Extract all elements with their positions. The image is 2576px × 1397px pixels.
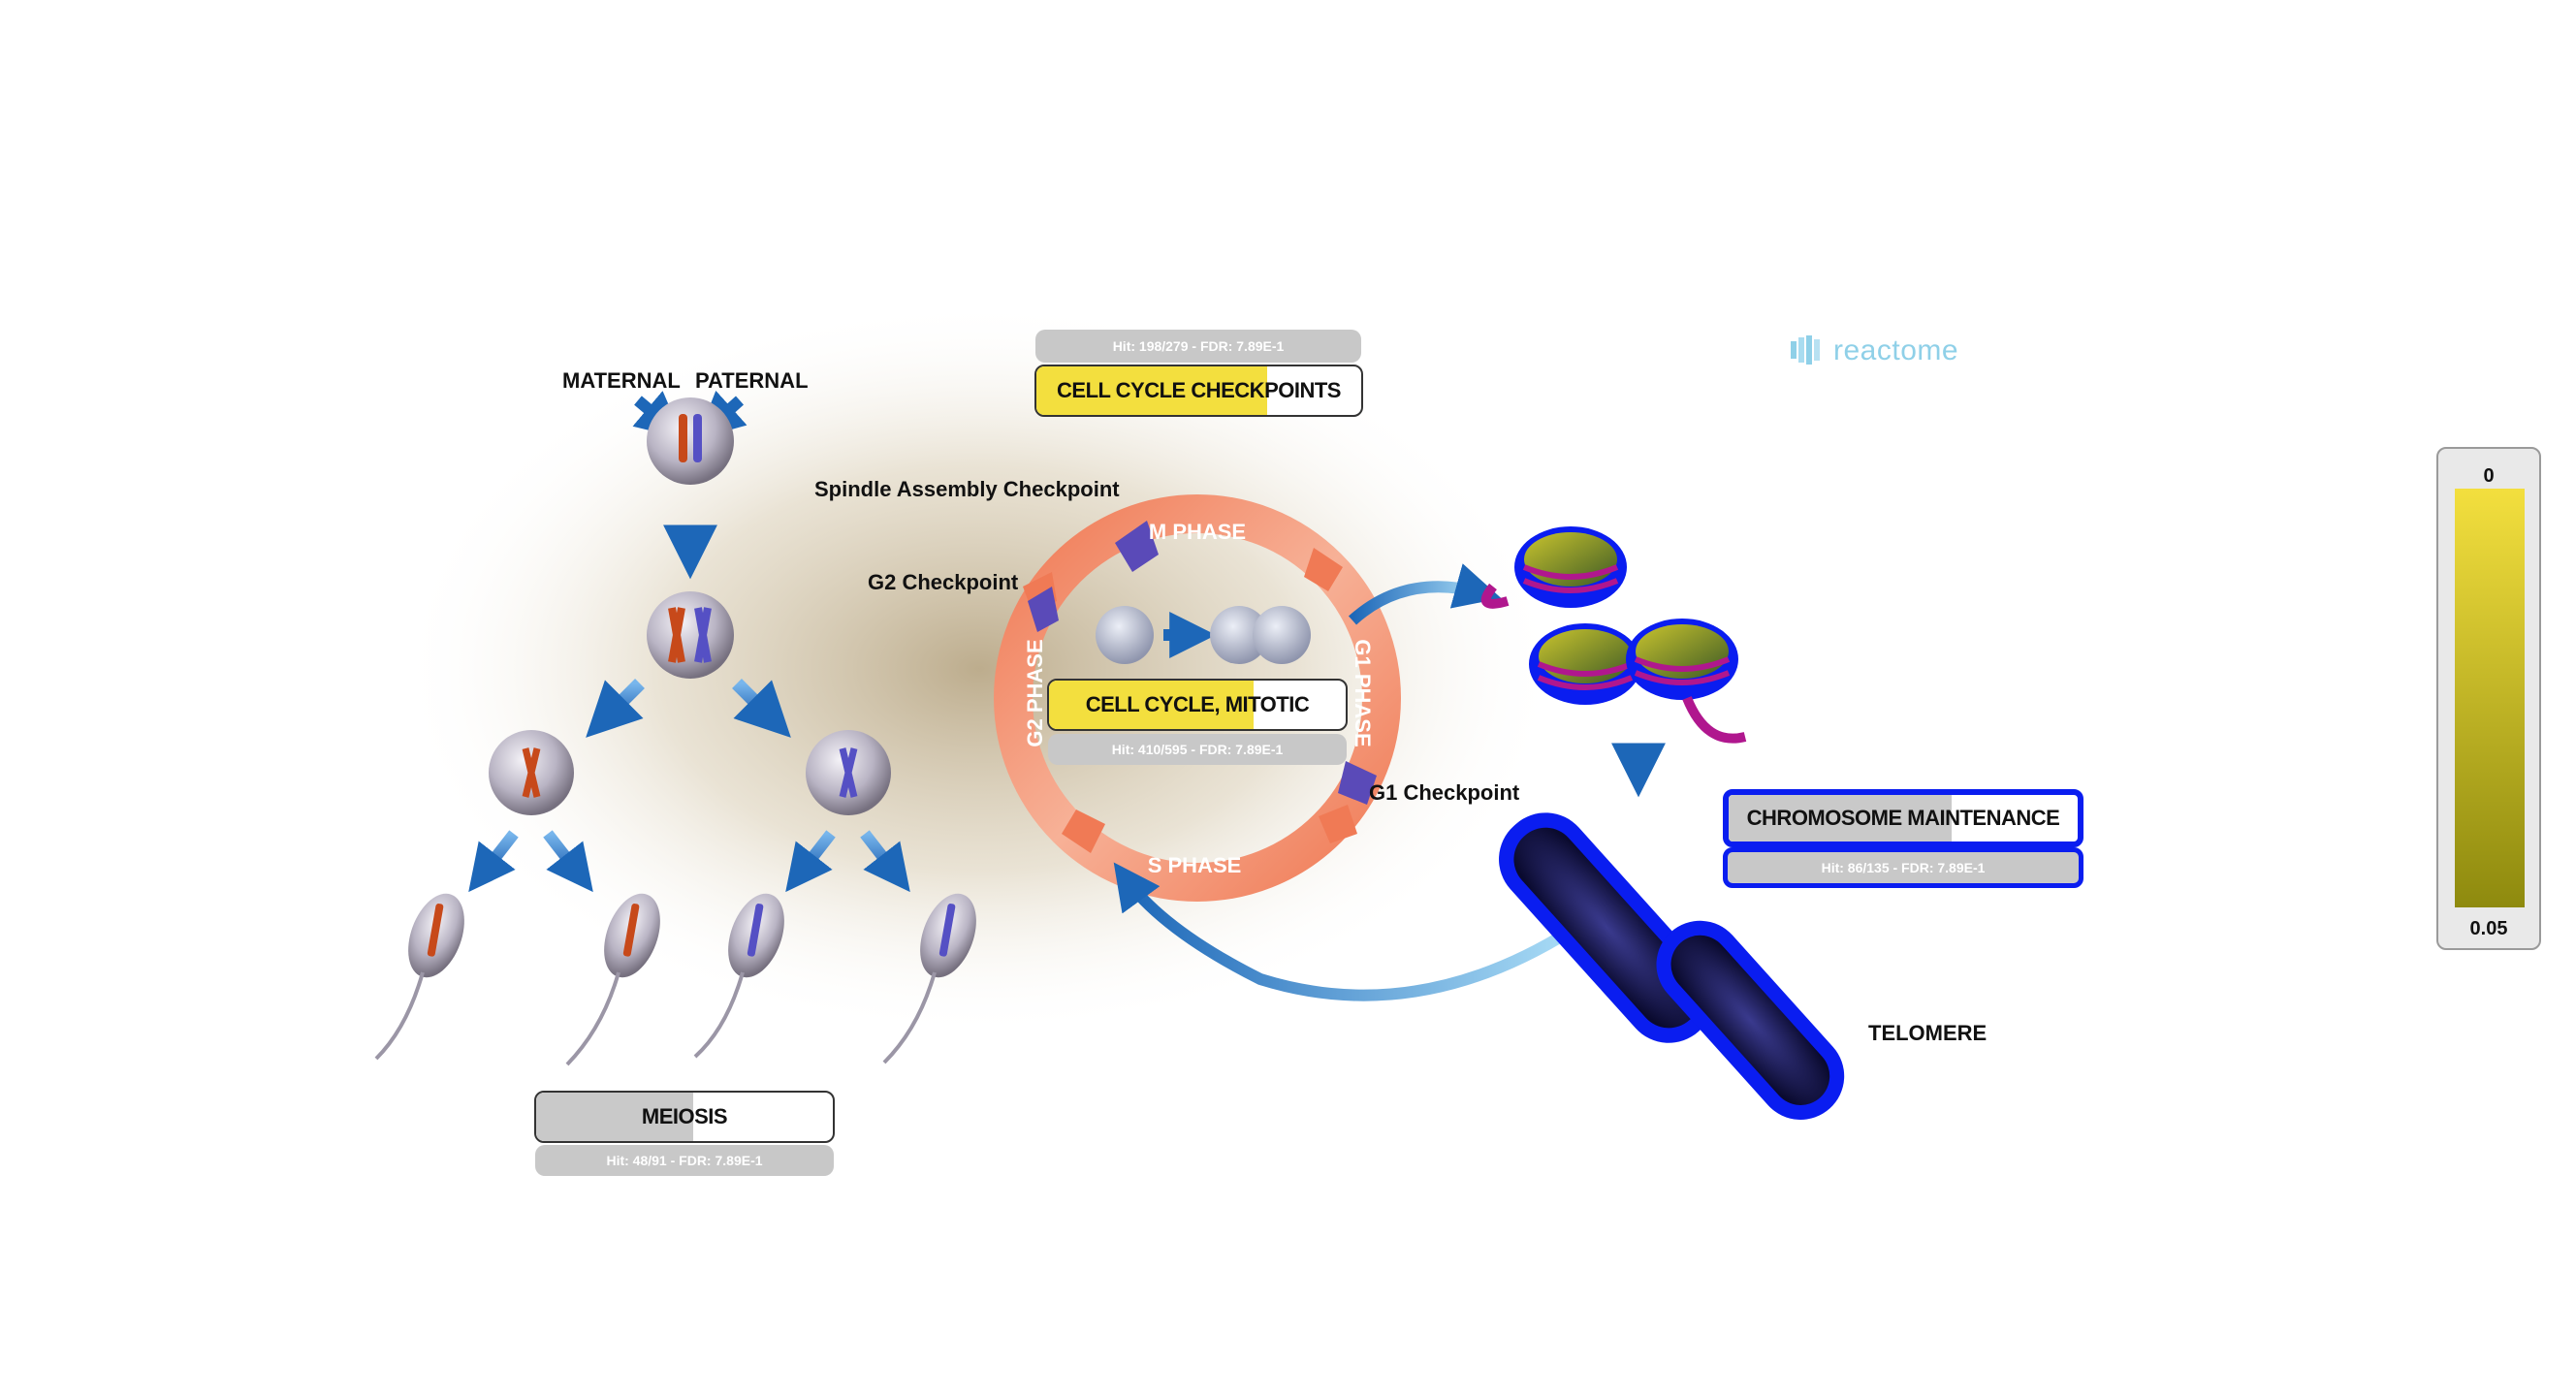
curve-arrow-to-s-phase xyxy=(1113,862,1574,1001)
gamete-2 xyxy=(565,893,660,1066)
dividing-cell-1 xyxy=(1210,606,1268,664)
maternal-label: MATERNAL xyxy=(562,368,681,393)
arrow-to-sperm-2 xyxy=(543,830,593,893)
cell-cycle-ring xyxy=(994,494,1401,902)
parent-cell xyxy=(1096,606,1154,664)
arrow-to-sperm-4 xyxy=(860,830,910,893)
split-arrow-right xyxy=(732,679,791,738)
legend-gradient-bar xyxy=(2455,489,2525,907)
s-phase-label: S PHASE xyxy=(1148,853,1242,877)
pathway-meiosis[interactable]: MEIOSIS xyxy=(534,1091,835,1143)
paternal-chromosome xyxy=(693,414,702,462)
analysis-fill xyxy=(1049,681,1255,729)
legend-top-value: 0 xyxy=(2483,465,2495,487)
spindle-checkpoint-marker xyxy=(1115,521,1159,572)
nucleosome-illustration xyxy=(1480,526,1747,744)
pathway-cell-cycle-mitotic[interactable]: CELL CYCLE, MITOTIC xyxy=(1047,679,1348,731)
g1-checkpoint-label: G1 Checkpoint xyxy=(1369,780,1520,805)
mitotic-stats: Hit: 410/595 - FDR: 7.89E-1 xyxy=(1048,734,1347,765)
replicated-maternal xyxy=(668,607,685,663)
split-arrow-left xyxy=(586,679,645,738)
gamete-1 xyxy=(374,893,464,1061)
reactome-logo: reactome xyxy=(1789,332,1958,370)
m-phase-label: M PHASE xyxy=(1149,520,1246,544)
reactome-logo-icon xyxy=(1791,335,1820,365)
curve-arrow-to-nucleosome xyxy=(1348,563,1502,625)
paternal-chromatid-pair xyxy=(839,747,858,798)
zygote-cell xyxy=(647,397,734,485)
paternal-label: PATERNAL xyxy=(695,368,809,393)
fdr-legend[interactable]: 0 0.05 xyxy=(2436,447,2541,950)
arrow-to-sperm-3 xyxy=(785,830,836,893)
g2-checkpoint-marker xyxy=(1028,587,1059,632)
meiosis-illustration xyxy=(374,390,976,1066)
gamete-3 xyxy=(693,893,784,1059)
pathway-label: CELL CYCLE, MITOTIC xyxy=(1085,692,1310,716)
dividing-cell-2 xyxy=(1253,606,1311,664)
replicated-paternal xyxy=(694,607,712,663)
phase-ring xyxy=(994,494,1401,902)
gamete-4 xyxy=(882,893,976,1064)
maternal-chromatid-pair xyxy=(522,747,541,798)
g1-phase-label: G1 PHASE xyxy=(1351,639,1375,746)
spindle-checkpoint-label: Spindle Assembly Checkpoint xyxy=(814,477,1120,501)
pathway-label: CELL CYCLE CHECKPOINTS xyxy=(1057,378,1341,402)
pathway-cell-cycle-checkpoints[interactable]: CELL CYCLE CHECKPOINTS xyxy=(1034,365,1363,417)
pathway-chromosome-maintenance[interactable]: CHROMOSOME MAINTENANCE xyxy=(1723,789,2083,847)
meiosis-cell xyxy=(647,591,734,679)
arrow-to-sperm-1 xyxy=(468,830,519,893)
g2-checkpoint-label: G2 Checkpoint xyxy=(868,570,1019,594)
s-phase-arrowhead xyxy=(1062,810,1105,853)
chromosome-illustration xyxy=(1499,812,1845,1120)
checkpoints-stats: Hit: 198/279 - FDR: 7.89E-1 xyxy=(1035,330,1361,363)
g2-phase-label: G2 PHASE xyxy=(1023,639,1047,746)
m-phase-arrowhead xyxy=(1304,548,1343,591)
meiosis-stats: Hit: 48/91 - FDR: 7.89E-1 xyxy=(535,1145,834,1176)
telomere-label: TELOMERE xyxy=(1868,1021,1988,1045)
pathway-label: CHROMOSOME MAINTENANCE xyxy=(1746,806,2060,830)
analysis-fill xyxy=(1729,795,1953,841)
analysis-fill xyxy=(1036,366,1267,415)
analysis-fill xyxy=(536,1093,694,1141)
pathway-label: MEIOSIS xyxy=(641,1104,728,1128)
chromosome-stats: Hit: 86/135 - FDR: 7.89E-1 xyxy=(1723,847,2083,888)
reactome-logo-text: reactome xyxy=(1833,334,1959,366)
maternal-chromosome xyxy=(679,414,687,462)
g1-checkpoint-marker xyxy=(1338,761,1377,805)
legend-bottom-value: 0.05 xyxy=(2469,918,2508,939)
g1-phase-arrowhead xyxy=(1319,805,1357,843)
